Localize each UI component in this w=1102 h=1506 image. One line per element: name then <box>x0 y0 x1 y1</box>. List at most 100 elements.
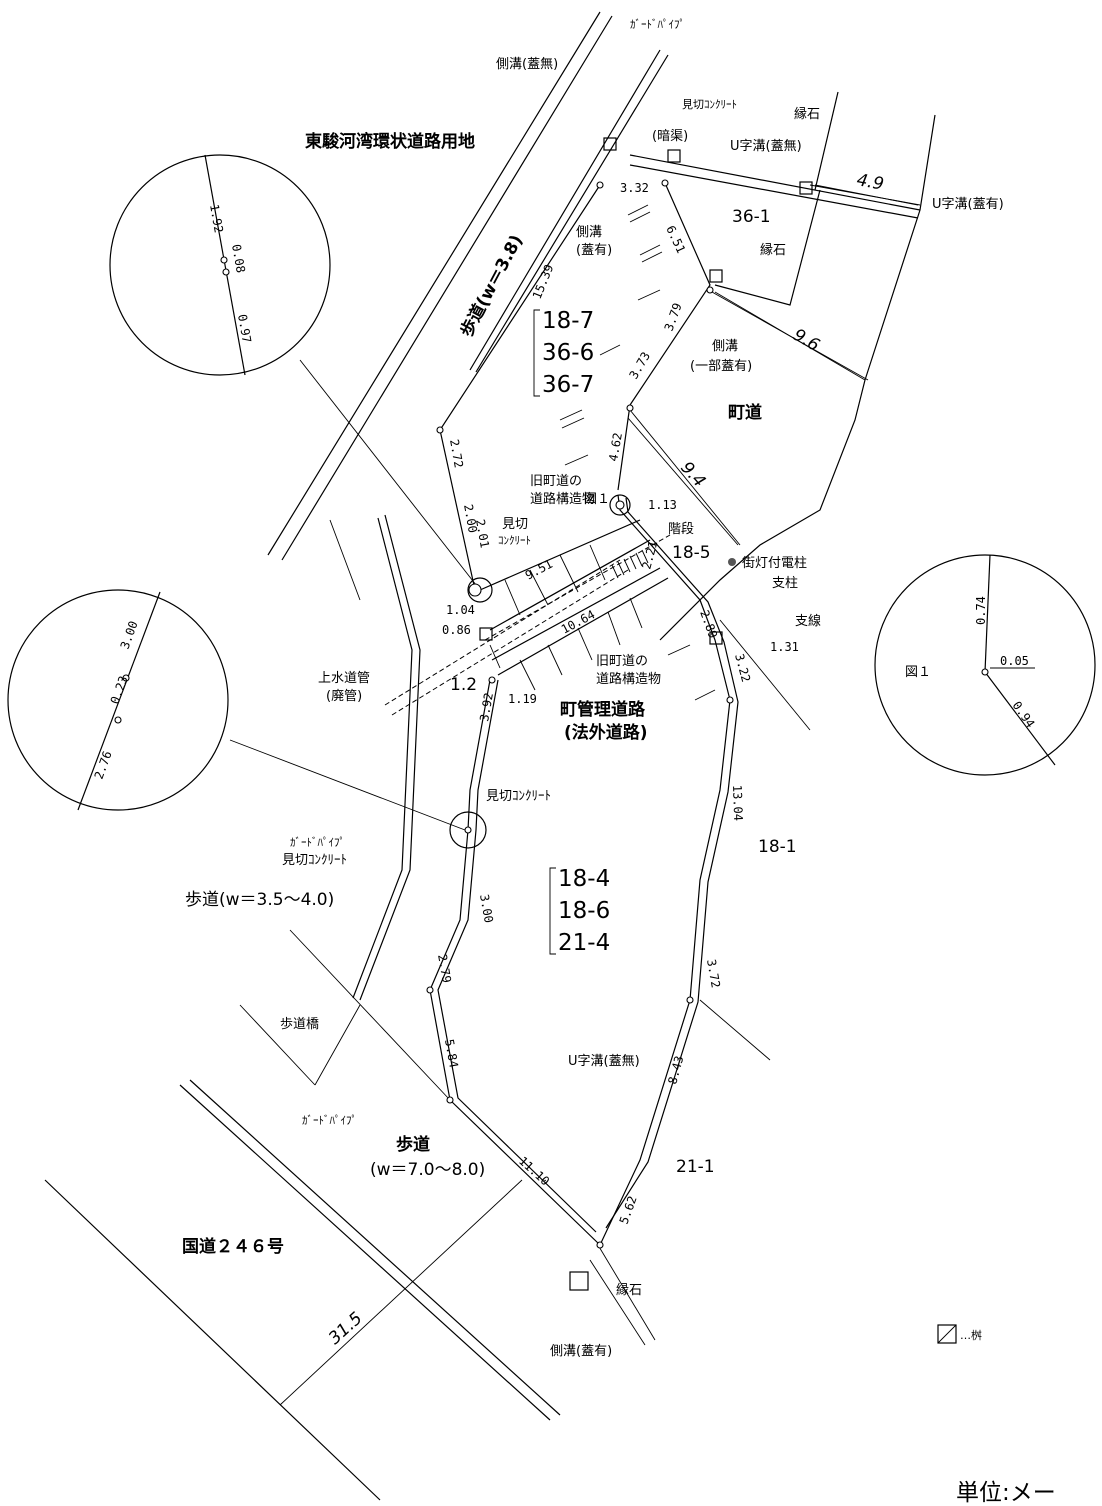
dim-2-79: 2.79 <box>435 953 454 984</box>
support-post-label: 支柱 <box>772 576 798 591</box>
lot-18-5: 18-5 <box>672 543 711 563</box>
c1-c: 0.97 <box>235 313 254 344</box>
detail-circle-2: 3.00 0.23 2.76 <box>7 589 229 811</box>
curb-top-label: 縁石 <box>794 106 820 122</box>
dim-3-72: 3.72 <box>704 958 723 989</box>
mikiri-left-label: 見切ｺﾝｸﾘｰﾄ <box>282 853 347 868</box>
grass-hatch <box>559 204 716 701</box>
dim-1-19: 1.19 <box>508 692 537 706</box>
curb-mid-label: 縁石 <box>760 242 786 258</box>
lot-36-1: 36-1 <box>732 207 771 227</box>
sidewalk-w35-label: 歩道(w＝3.5〜4.0) <box>185 890 334 910</box>
lots-group-1-c: 36-7 <box>542 372 594 398</box>
town-managed-road-1: 町管理道路 <box>560 699 646 720</box>
culvert-label: (暗渠) <box>652 129 688 144</box>
old-road-structure <box>384 519 671 716</box>
left-sidewalk <box>239 514 421 1086</box>
dim-0-86: 0.86 <box>442 623 471 637</box>
dim-9-51: 9.51 <box>523 557 555 583</box>
dim-8-43: 8.43 <box>665 1054 686 1086</box>
detail-leaders <box>229 359 481 831</box>
lots-group-2-c: 21-4 <box>558 930 610 956</box>
mikiri-mid-1: 見切 <box>502 517 528 532</box>
dim-15-39: 15.39 <box>530 262 557 301</box>
u-ditch-open-top-label: U字溝(蓋無) <box>730 139 802 154</box>
dim-1-31: 1.31 <box>770 640 799 654</box>
c2-c: 2.76 <box>92 749 115 781</box>
c3-a: 0.74 <box>974 596 988 625</box>
sidewalk-w70-1: 歩道 <box>396 1134 430 1155</box>
dim-31-5: 31.5 <box>325 1309 367 1349</box>
old-structure-bottom-1: 旧町道の <box>596 654 648 669</box>
u-ditch-open-low-label: U字溝(蓋無) <box>568 1054 640 1069</box>
lots-group-2-b: 18-6 <box>558 898 610 924</box>
c2-a: 3.00 <box>118 619 141 651</box>
national-route-area <box>44 1079 656 1501</box>
side-ditch-open-top-label: 側溝(蓋無) <box>496 57 558 72</box>
dim-2-89: 2.89 <box>697 608 720 640</box>
town-managed-road-2: (法外道路) <box>564 722 648 743</box>
lots-group-1-a: 18-7 <box>542 308 594 334</box>
lot-21-1: 21-1 <box>676 1157 715 1177</box>
national-route-label: 国道２４６号 <box>182 1236 284 1257</box>
old-structure-top-1: 旧町道の <box>530 474 582 489</box>
dim-5-84: 5.84 <box>442 1038 461 1069</box>
dim-3-92: 3.92 <box>477 692 496 723</box>
dim-13-04: 13.04 <box>730 785 745 822</box>
sidewalk-w38-label: 歩道(w＝3.8) <box>456 231 527 340</box>
town-road-label: 町道 <box>728 402 762 423</box>
mikiri-low-label: 見切ｺﾝｸﾘｰﾄ <box>486 789 551 804</box>
old-structure-top-2: 道路構造物 <box>530 491 595 507</box>
higashi-suruga-label: 東駿河湾環状道路用地 <box>305 131 475 152</box>
dim-1-04: 1.04 <box>446 603 475 617</box>
higashi-suruga-sidewalk <box>267 11 669 561</box>
dim-9-4: 9.4 <box>676 458 709 491</box>
dim-1-13: 1.13 <box>648 498 677 512</box>
water-pipe-1: 上水道管 <box>318 671 370 686</box>
unit-label: 単位:メー <box>956 1480 1056 1506</box>
dim-4-9: 4.9 <box>855 170 885 194</box>
side-ditch-partial-1: 側溝 <box>712 339 738 354</box>
detail-circle-1: 1.92 0.08 0.97 <box>109 154 331 376</box>
old-structure-bottom-2: 道路構造物 <box>596 671 661 687</box>
dim-1-2: 1.2 <box>450 675 477 695</box>
side-ditch-covered-mid-1: 側溝 <box>576 225 602 240</box>
mikiri-mid-2: ｺﾝｸﾘｰﾄ <box>498 534 531 547</box>
dim-2-00: 2.00 <box>461 503 480 534</box>
water-pipe-2: (廃管) <box>326 688 362 704</box>
dim-11-10: 11.10 <box>516 1154 552 1189</box>
c2-b: 0.23 <box>108 674 131 706</box>
lots-group-1-b: 36-6 <box>542 340 594 366</box>
masu-boxes <box>479 137 957 1344</box>
fig1-small-label: 図１ <box>584 492 610 507</box>
legend-masu-icon <box>937 1324 957 1344</box>
side-ditch-covered-low-label: 側溝(蓋有) <box>550 1344 612 1359</box>
legend-masu-label: …桝 <box>960 1328 982 1342</box>
guy-wire-label: 支線 <box>795 613 821 629</box>
fig1-right-label: 図１ <box>905 665 931 680</box>
c1-a: 1.92 <box>207 203 226 234</box>
guard-pipe-low-label: ｶﾞｰﾄﾞﾊﾟｲﾌﾟ <box>302 1114 357 1127</box>
side-ditch-covered-mid-2: (蓋有) <box>576 243 612 258</box>
dim-3-32: 3.32 <box>620 181 649 195</box>
guard-pipe-top-label: ｶﾞｰﾄﾞﾊﾟｲﾌﾟ <box>630 18 685 31</box>
side-ditch-partial-2: (一部蓋有) <box>690 359 752 374</box>
dim-10-64: 10.64 <box>559 607 597 636</box>
dim-4-62: 4.62 <box>606 432 625 463</box>
pedestrian-bridge-label: 歩道橋 <box>280 1017 319 1032</box>
dim-3-00: 3.00 <box>477 893 496 924</box>
c3-b: 0.05 <box>1000 654 1029 668</box>
c3-c: 0.94 <box>1010 699 1038 731</box>
dim-5-62: 5.62 <box>617 1194 640 1226</box>
detail-circle-3: 0.74 0.05 0.94 図１ <box>874 554 1096 776</box>
u-ditch-covered-label: U字溝(蓋有) <box>932 197 1004 212</box>
sidewalk-w70-2: (w＝7.0〜8.0) <box>370 1160 485 1180</box>
lot-18-1: 18-1 <box>758 837 797 857</box>
dim-2-72: 2.72 <box>447 438 466 469</box>
lamp-pole-label: 街灯付電柱 <box>742 556 807 571</box>
mikiri-concrete-top-label: 見切ｺﾝｸﾘｰﾄ <box>682 98 737 111</box>
c1-b: 0.08 <box>229 243 248 274</box>
stairs-label: 階段 <box>668 522 694 537</box>
survey-points <box>426 179 736 1249</box>
